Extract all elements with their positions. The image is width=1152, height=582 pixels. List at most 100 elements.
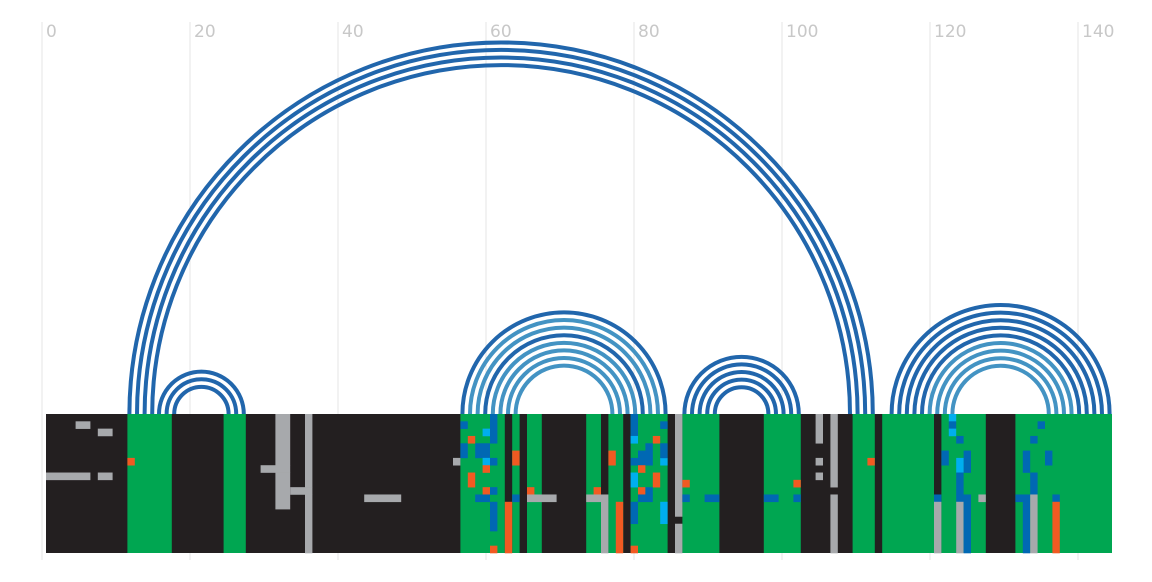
track-cell-grey bbox=[815, 472, 823, 481]
track-cell-grey bbox=[453, 457, 461, 466]
track-cell-orange bbox=[793, 479, 801, 488]
track-cell-grey bbox=[527, 494, 557, 503]
track-segment-dark bbox=[800, 414, 853, 553]
arc-layer bbox=[127, 40, 1112, 415]
track-cell-grey bbox=[1030, 501, 1038, 554]
track-cell-blue bbox=[490, 501, 498, 532]
track-cell-orange bbox=[482, 487, 490, 495]
track-cell-orange bbox=[652, 472, 661, 488]
track-cell-orange bbox=[638, 465, 646, 473]
arc-group-0-arc bbox=[135, 47, 868, 415]
arc-group-2-arc bbox=[475, 325, 653, 415]
arc-group-4-arc bbox=[935, 348, 1066, 415]
arc-group-2-arc bbox=[498, 348, 630, 415]
tick-label: 120 bbox=[934, 22, 966, 42]
track-cell-blue bbox=[1030, 435, 1038, 444]
track-cell-grey bbox=[305, 494, 313, 554]
track-segment-green bbox=[512, 414, 520, 553]
track-segment-green bbox=[223, 414, 247, 553]
track-segment-dark bbox=[171, 414, 224, 553]
track-cell-blue bbox=[1022, 450, 1031, 473]
arc-group-2-arc bbox=[490, 340, 638, 415]
arc-group-2-arc bbox=[506, 356, 622, 415]
track-cell-blue bbox=[934, 494, 942, 503]
track-cell-grey bbox=[1030, 494, 1038, 503]
track-segment-dark bbox=[46, 414, 128, 553]
tick-label: 60 bbox=[490, 22, 512, 42]
track-segment-green bbox=[586, 414, 602, 553]
track-cell-blue bbox=[645, 487, 653, 495]
track-cell-blue bbox=[793, 494, 801, 503]
track-cell-orange bbox=[127, 457, 135, 466]
track-cell-blue bbox=[630, 501, 638, 525]
track-cell-grey bbox=[586, 494, 609, 503]
tick-label: 140 bbox=[1082, 22, 1114, 42]
arc-group-3-arc bbox=[682, 354, 801, 415]
track-cell-blue bbox=[682, 494, 690, 503]
arc-group-1-arc bbox=[157, 369, 246, 415]
track-cell-grey bbox=[75, 421, 91, 429]
arc-group-3-arc bbox=[697, 370, 786, 415]
track-cell-blue bbox=[956, 472, 964, 495]
track-segment-green bbox=[127, 414, 173, 553]
track-segment-dark bbox=[985, 414, 1016, 553]
track-cell-orange bbox=[630, 545, 638, 554]
track-cell-blue bbox=[630, 457, 638, 466]
track-cell-orange bbox=[1052, 501, 1060, 554]
arc-group-4-arc bbox=[950, 363, 1051, 415]
track-cell-blue bbox=[490, 487, 498, 495]
track-cell-blue bbox=[645, 443, 653, 451]
track-cell-orange bbox=[467, 472, 476, 488]
tick-label: 20 bbox=[194, 22, 216, 42]
track-cell-orange bbox=[504, 501, 513, 554]
track-cell-grey bbox=[956, 501, 964, 554]
track-cell-blue bbox=[660, 421, 668, 429]
track-cell-orange bbox=[608, 450, 616, 466]
track-cell-blue bbox=[490, 457, 498, 466]
track-cell-grey bbox=[275, 472, 291, 510]
tick-label: 100 bbox=[786, 22, 818, 42]
track-cell-blue bbox=[660, 443, 668, 459]
arc-group-4-arc bbox=[889, 303, 1112, 415]
track-segment-green bbox=[852, 414, 876, 553]
track-cell-blue bbox=[1037, 421, 1045, 429]
track-cell-grey bbox=[815, 414, 823, 444]
track-segment-dark bbox=[519, 414, 528, 553]
arc-group-0-arc bbox=[142, 55, 860, 415]
track-cell-grey bbox=[830, 414, 838, 488]
track-cell-cyan bbox=[630, 435, 638, 444]
track-cell-blue bbox=[956, 435, 964, 444]
track-segment-dark bbox=[934, 414, 942, 553]
track-segment-green bbox=[882, 414, 935, 553]
track-cell-blue bbox=[963, 501, 971, 554]
track-cell-grey bbox=[97, 428, 113, 437]
track-cell-blue bbox=[460, 421, 468, 429]
track-cell-blue bbox=[475, 494, 490, 503]
track-cell-blue bbox=[512, 494, 520, 503]
track-segment-dark bbox=[874, 414, 883, 553]
track-cell-grey bbox=[978, 494, 986, 503]
track-cell-orange bbox=[652, 435, 661, 444]
track-cell-blue bbox=[1045, 450, 1053, 466]
track-cell-orange bbox=[490, 545, 498, 554]
track-cell-orange bbox=[527, 487, 535, 495]
track-segment-dark bbox=[504, 414, 513, 553]
arc-group-0-arc bbox=[127, 40, 875, 415]
track-segment-green bbox=[527, 414, 543, 553]
track-cell-orange bbox=[467, 435, 476, 444]
tick-label: 40 bbox=[342, 22, 364, 42]
track-cell-orange bbox=[482, 465, 490, 473]
track-cell-grey bbox=[815, 457, 823, 466]
arc-group-4-arc bbox=[927, 341, 1074, 415]
arc-group-2-arc bbox=[483, 333, 645, 415]
track-cell-cyan bbox=[482, 428, 490, 437]
track-cell-blue bbox=[460, 443, 468, 459]
track-cell-grey bbox=[260, 465, 291, 473]
track-cell-cyan bbox=[630, 472, 638, 488]
track-cell-blue bbox=[1052, 494, 1060, 503]
arc-group-4-arc bbox=[912, 325, 1089, 415]
track-cell-blue bbox=[630, 414, 638, 444]
track-cell-blue bbox=[941, 450, 949, 466]
